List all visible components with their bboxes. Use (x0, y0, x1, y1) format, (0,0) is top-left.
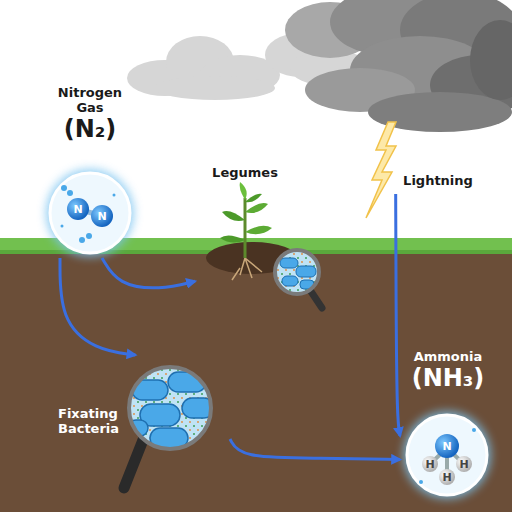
flow-arrow (230, 439, 400, 460)
atom-symbol: N (73, 204, 82, 215)
atom-symbol: N (442, 441, 451, 452)
formula-label: (N₂) (54, 116, 126, 144)
root-nodule-magnifier (275, 250, 322, 308)
node-text-group: Fixating Bacteria (58, 407, 124, 437)
soil (0, 254, 512, 512)
flow-arrow (396, 194, 400, 436)
formula-label: (NH₃) (400, 365, 496, 393)
node-title: Ammonia (400, 350, 496, 365)
flow-arrow (60, 258, 135, 355)
atom-symbol: H (442, 472, 451, 483)
bacteria-magnifier (124, 367, 214, 488)
node-title: Fixating Bacteria (58, 407, 124, 437)
legume-plant (206, 182, 298, 280)
flow-arrow (102, 258, 195, 288)
nitrogen-molecule-icon (46, 169, 134, 257)
ammonia-molecule-icon (403, 411, 491, 499)
node-title: Lightning (392, 174, 484, 189)
node-title: Legumes (195, 166, 295, 181)
lightning-bolt (366, 122, 396, 218)
lightning-node: Lightning (392, 172, 484, 194)
bacteria-node: Fixating Bacteria (58, 355, 230, 495)
legume-node: Legumes (195, 166, 295, 310)
gas-node: Nitrogen Gas(N₂) (40, 86, 140, 258)
atom-symbol: H (425, 459, 434, 470)
node-title: Nitrogen Gas (54, 86, 126, 116)
node-text-group: Ammonia(NH₃) (400, 350, 496, 393)
atom-symbol: H (459, 459, 468, 470)
atom-symbol: N (97, 211, 106, 222)
storm-clouds (285, 0, 512, 132)
node-text-group: Lightning (392, 174, 484, 189)
node-text-group: Legumes (195, 166, 295, 181)
node-text-group: Nitrogen Gas(N₂) (54, 86, 126, 143)
